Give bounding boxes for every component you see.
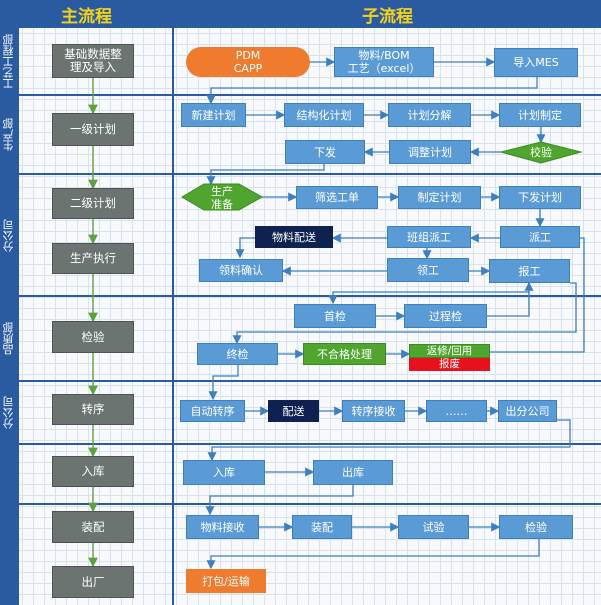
sub-step-plan-breakdown[interactable]: 计划分解 (388, 103, 471, 127)
main-step-data-import[interactable]: 基础数据整 理及导入 (52, 44, 134, 78)
sub-step-material-delivery[interactable]: 物料配送 (255, 226, 333, 248)
sub-step-make-plan[interactable]: 制定计划 (398, 186, 481, 209)
sub-step-stock-in[interactable]: 入库 (183, 460, 265, 485)
sub-step-leave-branch[interactable]: 出分公司 (498, 400, 557, 422)
sub-step-process-inspection[interactable]: 过程检 (404, 304, 487, 328)
sub-step-release-plan[interactable]: 下发计划 (499, 186, 581, 209)
stage-divider (0, 380, 601, 382)
main-step-warehousing[interactable]: 入库 (52, 456, 134, 487)
sub-step-receive-work[interactable]: 领工 (387, 258, 469, 282)
sub-step-final-inspection[interactable]: 终检 (197, 343, 278, 365)
sub-step-ellipsis[interactable]: …… (426, 400, 487, 422)
sub-step-dispatch[interactable]: 派工 (500, 226, 580, 248)
stage-divider (0, 173, 601, 175)
sub-step-first-inspection[interactable]: 首检 (294, 304, 376, 328)
main-step-inspection[interactable]: 检验 (52, 321, 134, 353)
sub-step-pack-ship[interactable]: 打包/运输 (186, 569, 266, 593)
sub-step-adjust-plan[interactable]: 调整计划 (389, 140, 471, 164)
check-diamond (499, 141, 583, 164)
header-sub-flow: 子流程 (174, 0, 601, 28)
main-step-production[interactable]: 生产执行 (52, 243, 134, 274)
main-step-level2-plan[interactable]: 二级计划 (52, 188, 134, 219)
sub-step-test[interactable]: 试验 (398, 515, 469, 539)
sidebar-divider (17, 28, 19, 605)
sub-step-auto-transfer[interactable]: 自动转序 (180, 400, 245, 422)
stage-divider (0, 295, 601, 297)
sub-step-production-prep[interactable]: 生产 准备 (211, 184, 233, 211)
sub-step-material-receipt[interactable]: 物料接收 (186, 515, 259, 539)
sub-step-pdm-capp[interactable]: PDM CAPP (186, 47, 310, 77)
main-step-assembly[interactable]: 装配 (52, 511, 134, 543)
stage-sidebar (0, 28, 17, 605)
sub-step-material-confirm[interactable]: 领料确认 (199, 259, 283, 282)
sub-step-check[interactable]: 校验 (530, 146, 552, 159)
sub-step-final-check[interactable]: 检验 (499, 515, 573, 539)
sub-step-scrap[interactable]: 报废 (409, 358, 490, 371)
main-step-transfer[interactable]: 转序 (52, 394, 134, 425)
main-step-shipping[interactable]: 出厂 (52, 566, 134, 598)
sub-step-issue[interactable]: 下发 (285, 140, 365, 164)
sub-step-new-plan[interactable]: 新建计划 (181, 103, 246, 127)
main-step-level1-plan[interactable]: 一级计划 (52, 113, 134, 146)
sub-step-team-dispatch[interactable]: 班组派工 (387, 226, 471, 248)
stage-divider (0, 503, 601, 505)
sub-step-stock-out[interactable]: 出库 (313, 460, 393, 485)
sub-step-plan-formulation[interactable]: 计划制定 (499, 103, 581, 127)
sub-step-bom-excel[interactable]: 物料/BOM 工艺（excel） (334, 47, 434, 77)
header-main-flow: 主流程 (0, 0, 173, 28)
sub-step-nonconformance[interactable]: 不合格处理 (303, 343, 386, 365)
sub-step-structured-plan[interactable]: 结构化计划 (284, 103, 364, 127)
sub-step-assemble[interactable]: 装配 (292, 515, 352, 539)
prep-hexagon (181, 183, 264, 211)
sub-step-delivery[interactable]: 配送 (268, 400, 319, 422)
sub-step-filter-orders[interactable]: 筛选工单 (296, 186, 378, 209)
sub-step-report-work[interactable]: 报工 (489, 259, 570, 283)
stage-divider (0, 94, 601, 96)
column-divider (172, 0, 174, 605)
stage-divider (0, 443, 601, 445)
sub-step-transfer-receive[interactable]: 转序接收 (342, 400, 405, 422)
sub-step-import-mes[interactable]: 导入MES (494, 48, 578, 77)
sub-step-rework-reuse[interactable]: 返修/回用 (409, 344, 490, 358)
